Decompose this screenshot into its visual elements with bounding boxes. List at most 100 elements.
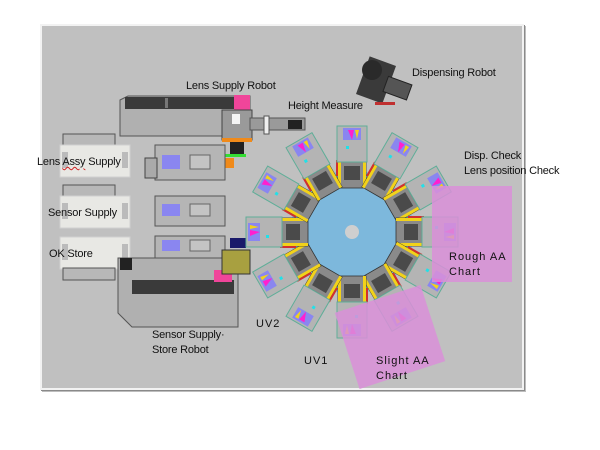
slight-aa-chart-zone [334,285,446,389]
station-socket [312,273,333,294]
label-rough-aa: Rough AA [449,251,507,263]
station-part [261,179,273,186]
station-sensor [303,159,308,164]
label-sensor-store-robot-1: Sensor Supply· [152,329,225,341]
station-accent [383,176,400,201]
label-assy-word: Assy [62,156,86,168]
station-marker [407,246,423,256]
station-part [260,274,269,281]
lens-supply-robot [119,95,306,168]
station-socket [286,224,300,240]
station-part [297,142,306,153]
station-part [250,230,260,236]
station [361,132,419,202]
station-sensor [311,305,316,310]
station-sensor [388,154,393,159]
tray-sensor-supply [59,184,131,229]
station-part [262,278,273,287]
station-part [303,140,310,149]
station-marker [336,160,338,176]
station-socket [290,192,311,213]
station-accent [383,263,408,280]
station-accent [383,184,408,201]
station-socket [404,224,418,240]
station-part [430,282,439,290]
label-sensor-supply: Sensor Supply [48,207,117,219]
sensor-feeder [154,195,226,259]
label-rough-aa-chart: Chart [449,266,481,278]
station-sensor [425,268,430,273]
sensor-supply-store-robot [117,238,251,328]
station-socket [371,170,392,191]
label-slight-aa: Slight AA [376,355,430,367]
station-socket [371,273,392,294]
station-accent [296,184,321,201]
station-part [402,145,410,154]
station [336,125,368,189]
station-accent [383,263,400,288]
label-supply-suffix: Supply [85,156,121,168]
station [245,216,309,248]
station-part [398,141,405,153]
station-accent [363,162,366,188]
station-marker [296,272,312,282]
station-accent [361,164,378,189]
station-accent [363,276,366,302]
station-part [299,311,306,323]
station-marker [366,161,376,177]
station-part [250,225,259,229]
station-marker [392,182,408,192]
label-uv1: UV1 [304,355,329,367]
station-marker [280,246,296,248]
station-part [265,174,274,182]
station-accent [282,243,308,246]
station [285,132,343,202]
lens-feeder [144,144,226,181]
label-lens-prefix: Lens [37,156,63,168]
label-dispensing-robot: Dispensing Robot [412,67,496,79]
dispensing-robot [356,56,413,105]
station [252,165,322,223]
station-sensor [266,235,269,238]
station-accent [326,164,343,189]
station-socket [312,170,333,191]
station-part [431,177,442,186]
label-lens-assy-supply: Lens Assy Supply [37,156,121,169]
station-marker [302,176,312,192]
station-accent [304,263,321,288]
station-marker [392,272,402,288]
station-socket [290,251,311,272]
station-socket [393,251,414,272]
station-sensor [274,191,279,196]
station-sensor [420,183,425,188]
station-marker [328,287,338,303]
label-ok-store: OK Store [49,248,93,260]
station-accent [396,218,422,221]
label-lens-position-check: Lens position Check [464,165,560,177]
label-slight-aa-chart: Chart [376,370,408,382]
station [285,262,343,332]
station-accent [338,162,341,188]
label-disp-check: Disp. Check [464,150,522,162]
station-accent [304,176,321,201]
label-sensor-store-robot-2: Store Robot [152,344,209,356]
station-part [348,130,354,140]
station-accent [395,241,420,258]
station-sensor [346,146,349,149]
station [252,241,322,299]
label-lens-supply-robot: Lens Supply Robot [186,80,276,92]
station-accent [284,206,309,223]
label-height-measure: Height Measure [288,100,363,112]
station-socket [393,192,414,213]
rough-aa-chart-zone [432,186,512,282]
station-part [294,310,302,319]
station-accent [296,263,321,280]
station-socket [344,284,360,298]
station-socket [344,166,360,180]
tray-lens-assy-supply [59,133,131,178]
station-marker [408,216,424,218]
station-accent [338,276,341,302]
station-accent [326,275,343,300]
label-uv2: UV2 [256,318,281,330]
